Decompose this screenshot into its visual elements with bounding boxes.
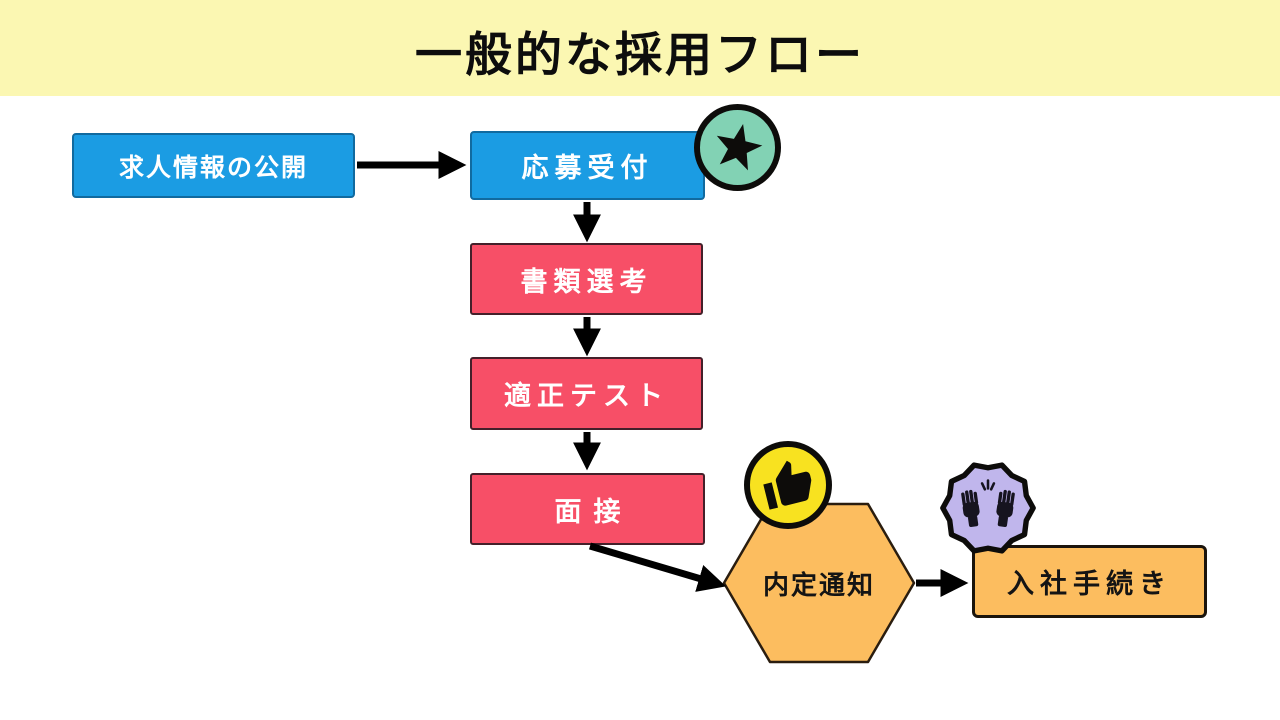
flow-node-label: 内定通知 bbox=[762, 569, 875, 600]
flow-node-label: 入社手続き bbox=[1007, 569, 1172, 599]
flow-node-label: 書類選考 bbox=[520, 266, 653, 297]
flow-node-offer-notification: 内定通知 bbox=[722, 502, 916, 664]
thumbs-up-icon bbox=[763, 460, 812, 510]
page-title: 一般的な採用フロー bbox=[415, 27, 865, 81]
flow-node-aptitude-test: 適正テスト bbox=[470, 357, 703, 430]
flow-node-label: 面接 bbox=[554, 496, 633, 527]
title-banner: 一般的な採用フロー bbox=[0, 0, 1280, 96]
scallop-shape bbox=[940, 462, 1036, 554]
star-icon bbox=[716, 123, 762, 170]
flow-node-label: 応募受付 bbox=[521, 153, 654, 183]
flow-node-job-posting: 求人情報の公開 bbox=[72, 133, 355, 198]
flow-node-application-reception: 応募受付 bbox=[470, 131, 705, 200]
flow-node-onboarding: 入社手続き bbox=[972, 545, 1207, 618]
star-badge bbox=[694, 104, 781, 191]
flow-node-label: 求人情報の公開 bbox=[118, 153, 308, 182]
flow-node-interview: 面接 bbox=[470, 473, 705, 545]
flow-node-document-screening: 書類選考 bbox=[470, 243, 703, 315]
thumbs-up-badge bbox=[744, 441, 832, 529]
raised-hands-icon bbox=[961, 479, 1015, 527]
arrow-interview-to-offer bbox=[589, 542, 727, 592]
flow-node-label: 適正テスト bbox=[504, 381, 669, 411]
raised-hands-badge bbox=[940, 462, 1036, 554]
